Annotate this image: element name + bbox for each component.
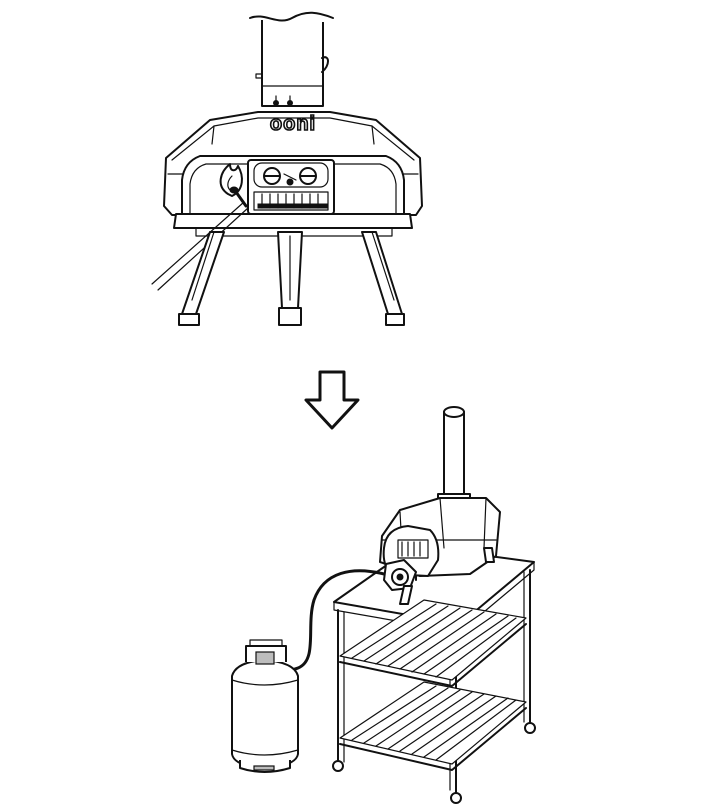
chimney-bolt-left [273,100,279,106]
chimney-bolt-right [287,100,293,106]
oven-logo: ooni [270,113,316,135]
oven-on-cart [379,406,501,605]
pizza-oven-front-view: ooni [151,11,423,326]
cart-wheel [332,760,344,772]
propane-tank [231,639,299,773]
tank-valve [255,651,275,665]
oven-on-cart-setup [231,406,536,804]
down-arrow-icon [304,370,360,430]
cart-wheel [450,792,462,804]
lighter-rod [151,201,249,291]
oven-legs [178,231,405,326]
igniter-button [286,178,294,186]
cart-wheel [524,722,536,734]
oven-chimney [249,11,334,107]
match-icon [229,186,248,208]
cart [332,545,536,804]
burner-control-box [247,159,335,215]
